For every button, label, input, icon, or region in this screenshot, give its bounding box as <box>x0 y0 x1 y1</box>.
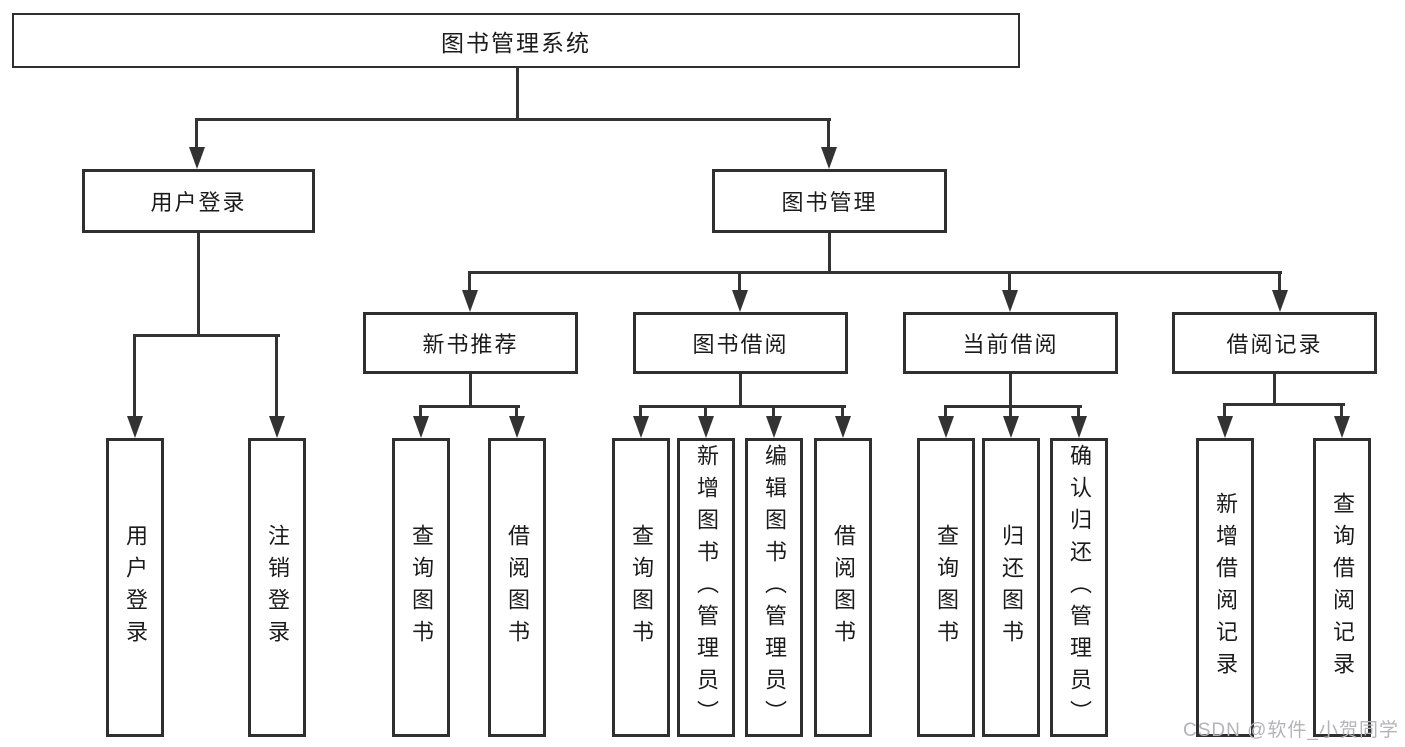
leaf-bw-query-books: 查询图书 <box>612 438 670 737</box>
connector-current-stub <box>1009 374 1012 408</box>
csdn-watermark: CSDN @软件_小贺同学 <box>1183 720 1399 741</box>
node-new-book-recommend: 新书推荐 <box>363 312 578 374</box>
arrow-to-bw-add <box>698 405 714 438</box>
arrow-to-rec-query <box>1334 403 1350 438</box>
connector-user-login-stub <box>197 233 200 336</box>
leaf-bw-borrow-books: 借阅图书 <box>814 438 872 737</box>
leaf-cur-query-books: 查询图书 <box>917 438 975 737</box>
connector-user-login-hline <box>135 334 280 337</box>
arrow-to-bw-borrow <box>835 405 851 438</box>
connector-root-hline <box>197 118 831 121</box>
leaf-nb-borrow-books: 借阅图书 <box>488 438 546 737</box>
arrow-to-nb-borrow <box>509 405 525 438</box>
leaf-rec-add-record: 新增借阅记录 <box>1196 438 1254 737</box>
leaf-bw-edit-books-admin: 编辑图书（管理员） <box>745 438 803 737</box>
node-library-management-system: 图书管理系统 <box>12 13 1020 68</box>
arrow-to-current <box>1002 271 1018 312</box>
connector-new-book-stub <box>469 374 472 408</box>
arrow-to-bw-query <box>633 405 649 438</box>
connector-book-mgmt-stub <box>828 233 831 274</box>
arrow-to-cur-return <box>1003 405 1019 438</box>
arrow-to-rec-add <box>1217 403 1233 438</box>
arrow-to-bw-edit <box>766 405 782 438</box>
arrow-to-record <box>1272 271 1288 312</box>
node-book-management: 图书管理 <box>712 169 947 233</box>
connector-record-hline <box>1225 403 1345 406</box>
connector-record-stub <box>1273 374 1276 406</box>
leaf-cur-confirm-return-admin: 确认归还（管理员） <box>1050 438 1108 737</box>
node-borrow-record: 借阅记录 <box>1172 312 1377 374</box>
node-current-borrow: 当前借阅 <box>903 312 1118 374</box>
arrow-to-new-book <box>462 271 478 312</box>
leaf-bw-add-books-admin: 新增图书（管理员） <box>677 438 735 737</box>
arrow-to-user-login <box>189 118 205 169</box>
leaf-cur-return-books: 归还图书 <box>982 438 1040 737</box>
arrow-to-cur-confirm <box>1071 405 1087 438</box>
arrow-to-cur-query <box>938 405 954 438</box>
connector-borrow-stub <box>739 374 742 408</box>
leaf-user-login: 用户登录 <box>106 438 164 737</box>
node-user-login: 用户登录 <box>82 169 315 233</box>
connector-current-hline <box>946 405 1082 408</box>
node-book-borrow: 图书借阅 <box>633 312 848 374</box>
leaf-nb-query-books: 查询图书 <box>392 438 450 737</box>
arrow-to-nb-query <box>413 405 429 438</box>
leaf-logout: 注销登录 <box>248 438 306 737</box>
connector-book-mgmt-hline <box>470 271 1282 274</box>
connector-borrow-hline <box>641 405 846 408</box>
arrow-to-leaf-logout <box>269 334 285 438</box>
arrow-to-leaf-user-login <box>127 334 143 438</box>
connector-root-stub <box>516 66 519 120</box>
connector-new-book-hline <box>421 405 520 408</box>
arrow-to-borrow <box>732 271 748 312</box>
arrow-to-book-management <box>821 118 837 169</box>
leaf-rec-query-record: 查询借阅记录 <box>1313 438 1371 737</box>
